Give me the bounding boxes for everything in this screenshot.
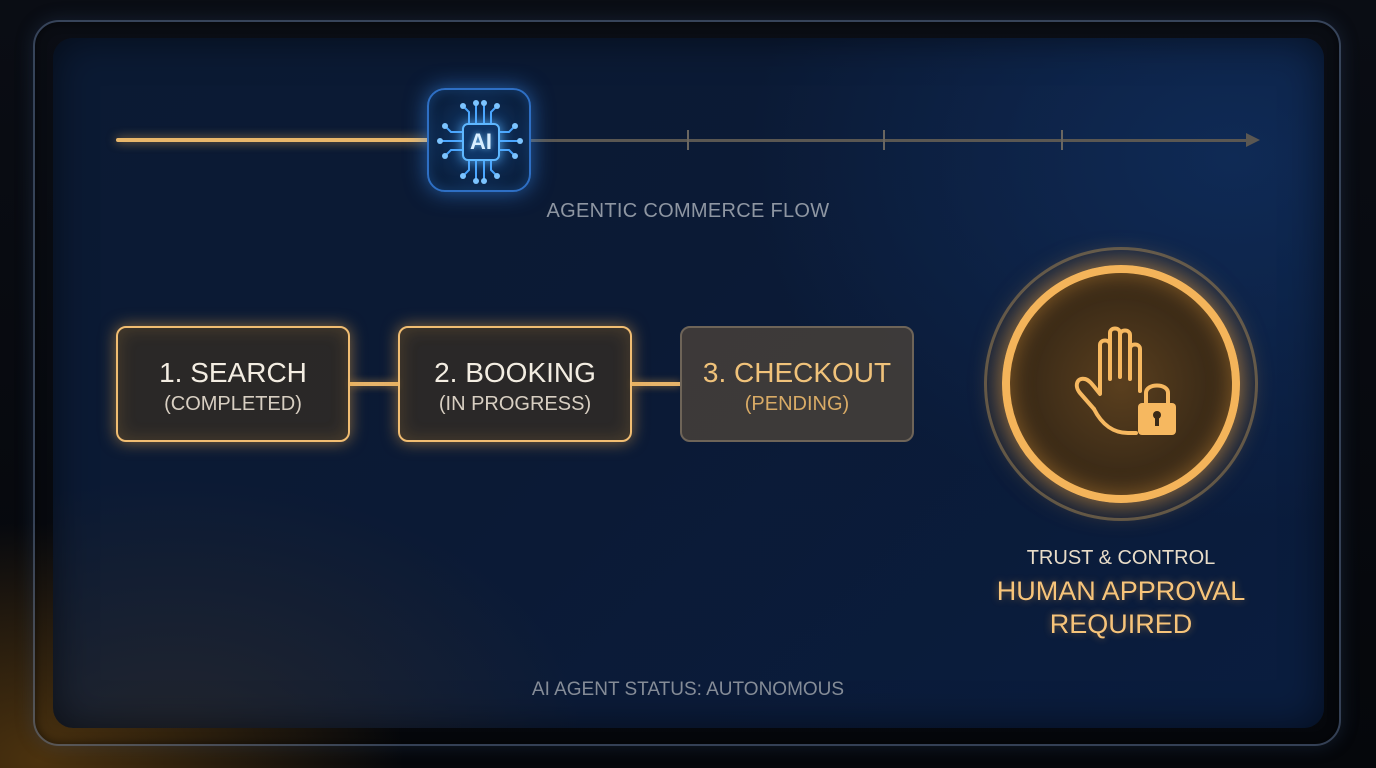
outer-frame — [33, 20, 1341, 746]
step-title: 2. BOOKING — [434, 357, 596, 388]
timeline-remaining-line — [530, 139, 1248, 142]
step-connector — [632, 382, 680, 386]
step-search[interactable]: 1. SEARCH (COMPLETED) — [116, 326, 350, 442]
approval-required-label: HUMAN APPROVAL REQUIRED — [960, 575, 1282, 641]
hand-lock-icon — [1074, 326, 1176, 435]
timeline-tick — [1061, 130, 1063, 150]
ai-chip-icon: AI — [427, 88, 531, 192]
circuit-icon — [437, 100, 523, 184]
approval-line-2: REQUIRED — [1049, 609, 1193, 639]
flow-title: AGENTIC COMMERCE FLOW — [546, 200, 830, 222]
agent-status: AI AGENT STATUS: AUTONOMOUS — [531, 679, 845, 700]
approval-line-1: HUMAN APPROVAL — [996, 576, 1246, 606]
step-status: (IN PROGRESS) — [438, 393, 592, 415]
timeline-tick — [687, 130, 689, 150]
timeline-tick — [883, 130, 885, 150]
step-title: 1. SEARCH — [159, 357, 307, 388]
step-status: (COMPLETED) — [164, 393, 302, 415]
timeline-arrow-icon — [1246, 133, 1260, 147]
trust-control-label: TRUST & CONTROL — [1026, 547, 1216, 569]
timeline-progress-line — [116, 138, 432, 142]
step-checkout[interactable]: 3. CHECKOUT (PENDING) — [680, 326, 914, 442]
step-booking[interactable]: 2. BOOKING (IN PROGRESS) — [398, 326, 632, 442]
approval-badge[interactable] — [1002, 265, 1240, 503]
step-title: 3. CHECKOUT — [702, 357, 892, 388]
ai-chip-label: AI — [462, 123, 500, 161]
step-status: (PENDING) — [744, 393, 850, 415]
step-connector — [350, 382, 398, 386]
